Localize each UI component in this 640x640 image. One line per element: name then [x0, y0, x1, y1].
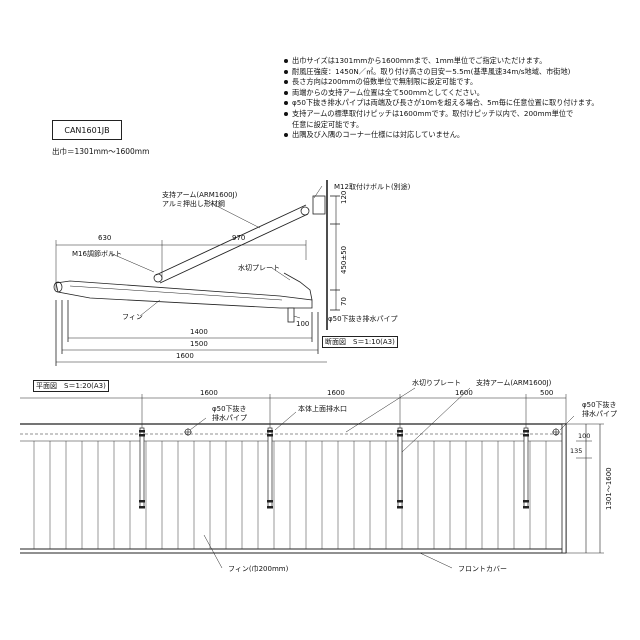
- plan-dim-width: 1301～1600: [605, 467, 613, 510]
- section-drain-pipe: [287, 307, 295, 323]
- dim-1400: 1400: [190, 328, 208, 336]
- drain-label: φ50下抜き排水パイプ: [328, 315, 398, 323]
- arm-pivot: [153, 273, 163, 283]
- note-6: 支持アームの標準取付けピッチは1600mmです。取付けピッチ以内で、200mm単…: [284, 109, 636, 120]
- arm-label-1: 支持アーム(ARM1600J): [162, 191, 238, 199]
- width-range: 出巾＝1301mm～1600mm: [52, 147, 150, 156]
- note-6-continued: 任意に設定可能です。: [292, 119, 364, 129]
- note-5: φ50下抜き排水パイプは両端及び長さが10mを超える場合、5m毎に任意位置に取り…: [284, 98, 636, 109]
- front-cover-label: フロントカバー: [458, 565, 507, 573]
- dim-1500: 1500: [190, 340, 208, 348]
- note-3: 長さ方向は200mmの倍数単位で無制限に設定可能です。: [284, 77, 636, 88]
- fin-label: フィン: [122, 313, 143, 321]
- bolt-label: M12取付けボルト(別途): [334, 183, 411, 191]
- pitch-4: 500: [540, 389, 554, 397]
- spec-notes: 出巾サイズは1301mmから1600mmまで、1mm単位でご指定いただけます。 …: [284, 56, 636, 141]
- dim-1600: 1600: [176, 352, 194, 360]
- water-plate: [283, 272, 313, 301]
- support-arm-line-2: [159, 213, 309, 284]
- arm-label-2: アルミ押出し形材鋼: [162, 200, 225, 208]
- plan-arm: [139, 427, 145, 509]
- dim-120: 120: [340, 190, 348, 204]
- plan-fins: [33, 441, 547, 549]
- plan-drain-right-label-2: 排水パイプ: [582, 410, 617, 418]
- note-4: 両端からの支持アーム位置は全て500mmとしてください。: [284, 88, 636, 99]
- water-plate-label: 水切プレート: [238, 264, 280, 272]
- plan-arm-label: 支持アーム(ARM1600J): [476, 379, 552, 387]
- plan-title: 平面図 S＝1:20(A3): [33, 380, 109, 392]
- plan-arm: [523, 427, 529, 509]
- section-title: 断面図 S＝1:10(A3): [322, 336, 398, 348]
- plan-drain-label-1: φ50下抜き: [212, 405, 247, 413]
- dim-630: 630: [98, 234, 112, 242]
- plan-drain-right-label-1: φ50下抜き: [582, 401, 617, 409]
- plan-dim-135: 135: [570, 447, 583, 455]
- pitch-3: 1600: [455, 389, 473, 397]
- top-outlet-label: 本体上面排水口: [298, 405, 347, 413]
- pitch-1: 1600: [200, 389, 218, 397]
- canopy-body: [55, 280, 313, 309]
- note-1: 出巾サイズは1301mmから1600mmまで、1mm単位でご指定いただけます。: [284, 56, 636, 67]
- plan-fin-label: フィン(巾200mm): [228, 565, 289, 573]
- support-arm-line-1: [155, 204, 307, 276]
- note-2: 耐風圧強度：1450N／㎡。取り付け高さの目安ー5.5m(基準風速34m/s地域…: [284, 67, 636, 78]
- adjust-bolt-label: M16調節ボルト: [72, 250, 122, 258]
- wall-bracket: [312, 195, 326, 215]
- note-7: 出隅及び入隅のコーナー仕様には対応していません。: [284, 130, 636, 141]
- dim-970: 970: [232, 234, 246, 242]
- plan-support-arms: [139, 427, 529, 509]
- plan-drain-label-2: 排水パイプ: [212, 414, 247, 422]
- plan-dim-100: 100: [578, 432, 591, 440]
- model-number: CAN1601JB: [52, 120, 122, 140]
- plan-arm: [397, 427, 403, 509]
- dim-100: 100: [296, 320, 310, 328]
- pitch-2: 1600: [327, 389, 345, 397]
- plan-arm: [267, 427, 273, 509]
- dim-70: 70: [340, 297, 348, 306]
- dim-450: 450±50: [340, 245, 348, 274]
- plan-water-plate-label: 水切りプレート: [412, 379, 461, 387]
- front-cover-end: [53, 281, 63, 293]
